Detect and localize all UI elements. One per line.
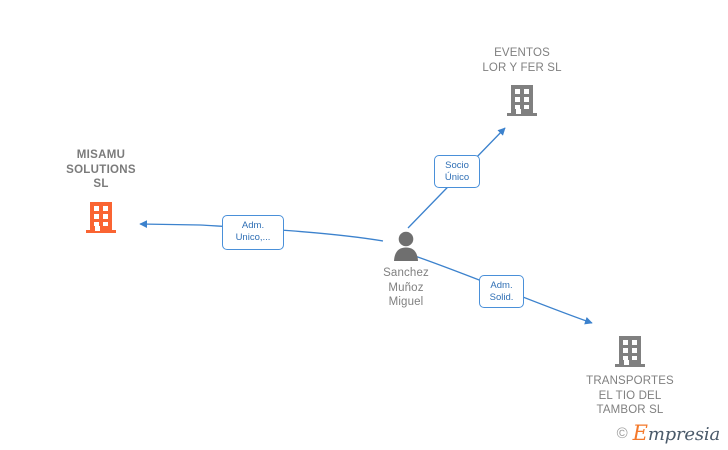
node-misamu-solutions-sl[interactable]: MISAMU SOLUTIONS SL — [46, 148, 156, 234]
node-label-transportes: TRANSPORTES EL TIO DEL TAMBOR SL — [586, 375, 674, 416]
node-label-person: Sanchez Muñoz Miguel — [383, 267, 429, 308]
edge-label-adm-solid[interactable]: Adm. Solid. — [479, 275, 524, 308]
building-icon — [460, 83, 584, 117]
node-label-eventos: EVENTOS LOR Y FER SL — [482, 47, 562, 74]
brand-remainder: mpresia — [647, 424, 720, 445]
person-icon — [356, 230, 456, 262]
copyright-icon: © — [616, 425, 628, 442]
empresia-watermark: © Empresia — [616, 421, 721, 445]
node-label-misamu: MISAMU SOLUTIONS SL — [66, 149, 136, 190]
brand-initial: E — [632, 421, 648, 445]
building-icon — [46, 200, 156, 234]
brand-name: Empresia — [632, 421, 721, 445]
node-person-sanchez-munoz-miguel[interactable]: Sanchez Muñoz Miguel — [356, 230, 456, 310]
edge-label-adm-unico[interactable]: Adm. Unico,... — [222, 215, 284, 250]
building-icon — [566, 334, 694, 368]
node-transportes-el-tio-del-tambor-sl[interactable]: TRANSPORTES EL TIO DEL TAMBOR SL — [566, 334, 694, 418]
edge-label-socio-unico[interactable]: Socio Único — [434, 155, 480, 188]
node-eventos-lor-y-fer-sl[interactable]: EVENTOS LOR Y FER SL — [460, 46, 584, 117]
